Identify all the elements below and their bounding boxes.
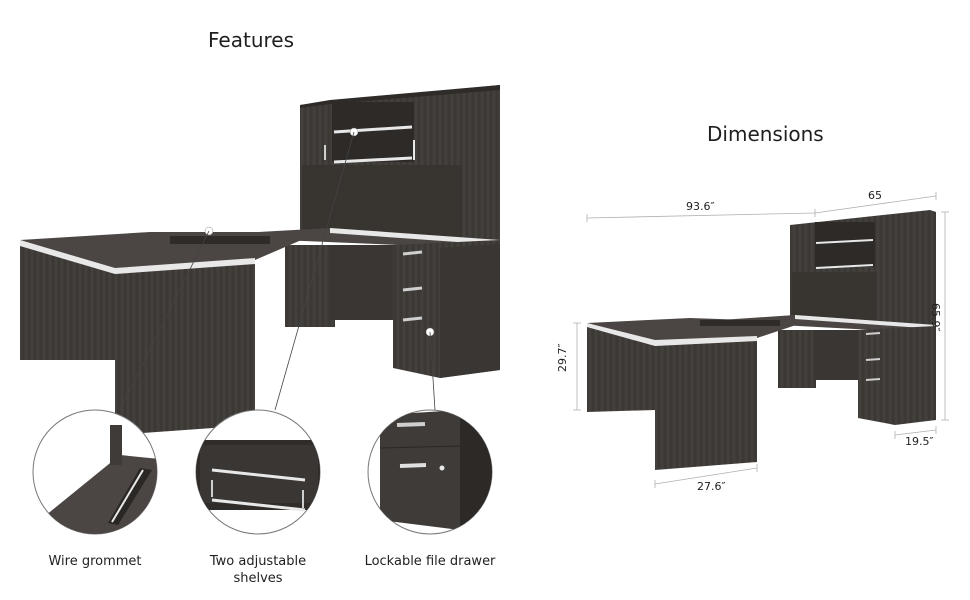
features-title: Features xyxy=(208,28,294,52)
callout-lockable-drawer xyxy=(367,409,493,535)
callout-adjustable-shelves xyxy=(195,409,321,535)
callout-leaders xyxy=(119,131,436,411)
dim-height-hutch: 65.9″ xyxy=(929,303,942,332)
dimensions-desk xyxy=(587,210,936,470)
dim-overall-width: 93.6″ xyxy=(686,200,715,213)
caption-adjustable-shelves: Two adjustable shelves xyxy=(209,554,307,586)
caption-lockable-drawer: Lockable file drawer xyxy=(364,554,496,569)
dimensions-title: Dimensions xyxy=(707,122,824,146)
features-desk xyxy=(20,85,500,435)
dim-depth-right: 65 xyxy=(868,189,882,202)
dim-width-front: 27.6″ xyxy=(697,480,726,493)
caption-wire-grommet: Wire grommet xyxy=(48,554,142,569)
dimension-lines xyxy=(573,192,949,488)
dim-depth-pedestal: 19.5″ xyxy=(905,435,934,448)
dim-height-desk: 29.7″ xyxy=(556,343,569,372)
